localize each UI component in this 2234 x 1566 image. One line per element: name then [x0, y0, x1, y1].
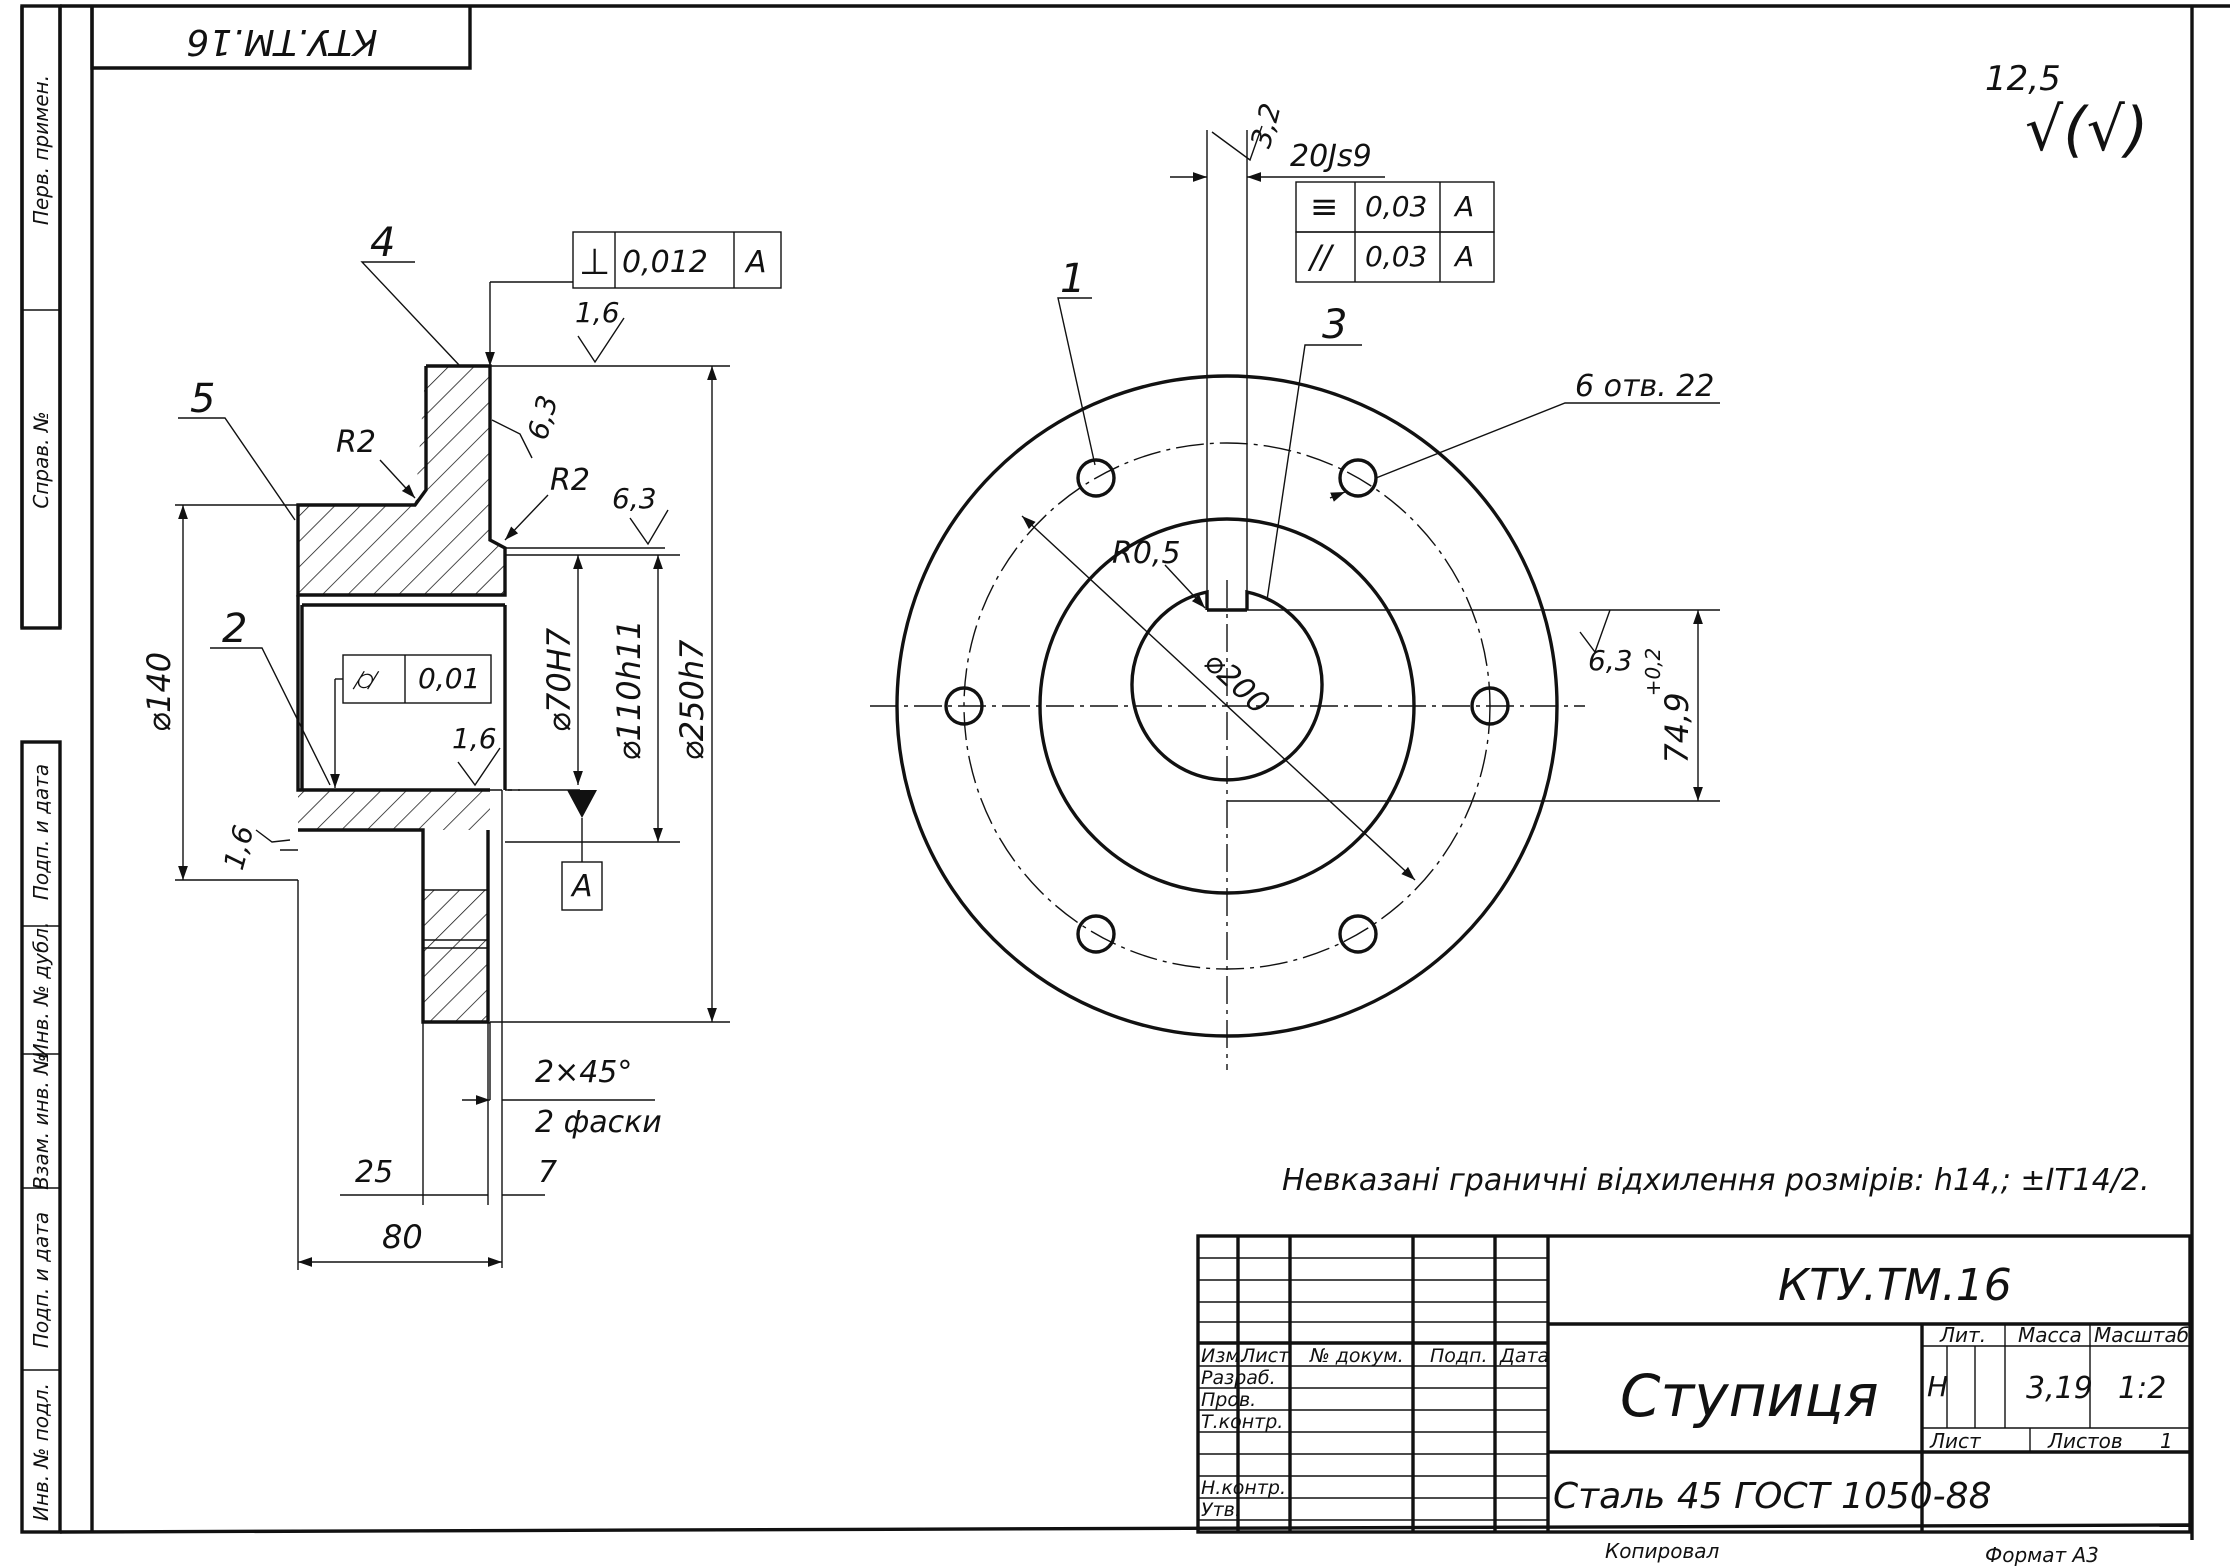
- tb-col-izm: Изм.: [1201, 1345, 1246, 1367]
- tb-scale: 1:2: [2118, 1371, 2166, 1406]
- tb-material: Сталь 45 ГОСТ 1050-88: [1553, 1476, 1991, 1517]
- tb-row-utv: Утв.: [1201, 1499, 1241, 1521]
- side-label-1: Перв. примен.: [29, 75, 53, 225]
- general-roughness-symbol: √(√): [2025, 95, 2148, 165]
- fillet-r05: R0,5: [1112, 536, 1181, 571]
- tol-perp-value: 0,012: [622, 245, 708, 280]
- section-outline: [296, 364, 507, 597]
- length-25: 25: [355, 1155, 393, 1190]
- fillet-r2-1: R2: [336, 425, 376, 460]
- roughness-1-6-left: 1,6: [217, 822, 260, 874]
- section-hatch-lower: [298, 790, 490, 830]
- tol-runout-symbol: ⌭: [352, 660, 380, 698]
- dia-110h11: ⌀110h11: [610, 619, 648, 760]
- roughness-1-6-top: 1,6: [575, 296, 620, 329]
- leader-2: 2: [222, 606, 247, 652]
- top-stamp: КТУ.ТМ.16: [90, 6, 472, 70]
- tb-format: Формат А3: [1985, 1543, 2099, 1566]
- length-7: 7: [538, 1155, 557, 1190]
- leader-5: 5: [190, 376, 215, 422]
- roughness-6-3-right: 6,3: [1588, 644, 1633, 677]
- tb-name: Ступиця: [1620, 1362, 1879, 1430]
- tb-row-razrab: Разраб.: [1201, 1367, 1276, 1389]
- datum-a-label: A: [570, 869, 593, 904]
- tol-perp-datum: A: [744, 245, 767, 280]
- roughness-6-3-b: 6,3: [612, 482, 657, 515]
- tb-col-doc: № докум.: [1309, 1345, 1404, 1367]
- tol-par-datum: A: [1453, 240, 1474, 273]
- side-label-3: Подп. и дата: [29, 764, 53, 900]
- leader-1: 1: [1060, 256, 1085, 302]
- tb-col-date: Дата: [1499, 1345, 1549, 1367]
- tol-runout-value: 0,01: [418, 662, 480, 695]
- dia-70h7: ⌀70H7: [540, 627, 578, 732]
- fillet-r2-2: R2: [550, 463, 590, 498]
- side-label-6: Подп. и дата: [29, 1212, 53, 1348]
- side-label-7: Инв. № подл.: [29, 1383, 53, 1521]
- tb-sheets-label: Листов: [2047, 1429, 2123, 1453]
- bolt-circle-dia: ⌀200: [1197, 645, 1276, 722]
- key-depth-tol: +0,2: [1641, 648, 1665, 697]
- section-hatch-flange: [423, 890, 488, 1022]
- dia-140: ⌀140: [140, 652, 178, 732]
- side-label-4: Инв. № дубл.: [29, 922, 53, 1059]
- section-view: 4 5 2 R2 R2 ⊥ 0,012 A 1,6 6,3 6,3: [140, 220, 782, 1270]
- tolerance-note: Невказані граничні відхилення розмірів: …: [1282, 1163, 2150, 1198]
- tb-designation: КТУ.ТМ.16: [1778, 1260, 2012, 1311]
- tb-copied: Копировал: [1605, 1539, 1719, 1563]
- tol-sym-symbol: ≡: [1310, 187, 1339, 227]
- tol-sym-datum: A: [1453, 190, 1474, 223]
- tol-perp-symbol: ⊥: [579, 242, 610, 283]
- chamfer-size: 2×45°: [535, 1055, 632, 1090]
- holes-note: 6 отв. 22: [1575, 369, 1714, 404]
- roughness-3-2: 3,2: [1244, 100, 1287, 152]
- tol-par-symbol: //: [1307, 238, 1335, 276]
- tb-mass-label: Масса: [2018, 1323, 2082, 1347]
- key-depth: 74,9: [1658, 692, 1696, 763]
- title-block: Изм. Лист № докум. Подп. Дата Разраб. Пр…: [1196, 1234, 2192, 1566]
- general-roughness: 12,5 √(√): [1985, 59, 2148, 165]
- dia-250h7: ⌀250h7: [673, 639, 711, 761]
- tol-par-value: 0,03: [1365, 240, 1427, 273]
- leader-4: 4: [370, 220, 395, 266]
- chamfer-count: 2 фаски: [535, 1105, 662, 1140]
- tb-row-nkontr: Н.контр.: [1201, 1477, 1286, 1499]
- side-label-5: Взам. инв. №: [29, 1054, 53, 1190]
- tb-mass: 3,19: [2026, 1371, 2093, 1406]
- tb-lit: Н: [1927, 1370, 1948, 1403]
- tol-frame-perpendicularity: ⊥ 0,012 A: [485, 231, 782, 366]
- tb-sheet-label: Лист: [1929, 1429, 1982, 1453]
- tb-col-list: Лист: [1240, 1345, 1290, 1367]
- tb-row-prov: Пров.: [1201, 1389, 1256, 1411]
- tol-frame-symmetry: ≡ 0,03 A: [1295, 181, 1495, 233]
- tb-row-tkontr: Т.контр.: [1201, 1411, 1283, 1433]
- side-label-2: Справ. №: [29, 411, 53, 508]
- keyway-width: 20Js9: [1290, 139, 1372, 174]
- tb-sheets: 1: [2160, 1429, 2173, 1453]
- holes: [944, 458, 1510, 954]
- top-stamp-text: КТУ.ТМ.16: [186, 21, 377, 62]
- front-view: 1 20Js9 3,2 ≡ 0,03 A // 0,03 A 3: [870, 100, 1720, 1070]
- datum-a: A: [561, 790, 603, 911]
- general-roughness-value: 12,5: [1985, 59, 2061, 99]
- section-hatch-main: [298, 366, 505, 595]
- roughness-6-3-a: 6,3: [521, 392, 564, 444]
- tol-frame-parallel: // 0,03 A: [1295, 231, 1495, 283]
- tb-col-sign: Подп.: [1430, 1345, 1488, 1367]
- side-strip: Перв. примен. Справ. № Подп. и дата Инв.…: [20, 4, 62, 1534]
- length-80: 80: [382, 1218, 423, 1256]
- tb-scale-label: Масштаб: [2094, 1323, 2189, 1347]
- tol-frame-runout: ⌭ 0,01: [330, 654, 492, 788]
- tb-lit-label: Лит.: [1939, 1323, 1986, 1347]
- leader-3: 3: [1322, 302, 1347, 348]
- tol-sym-value: 0,03: [1365, 190, 1427, 223]
- roughness-1-6-bore: 1,6: [452, 722, 497, 755]
